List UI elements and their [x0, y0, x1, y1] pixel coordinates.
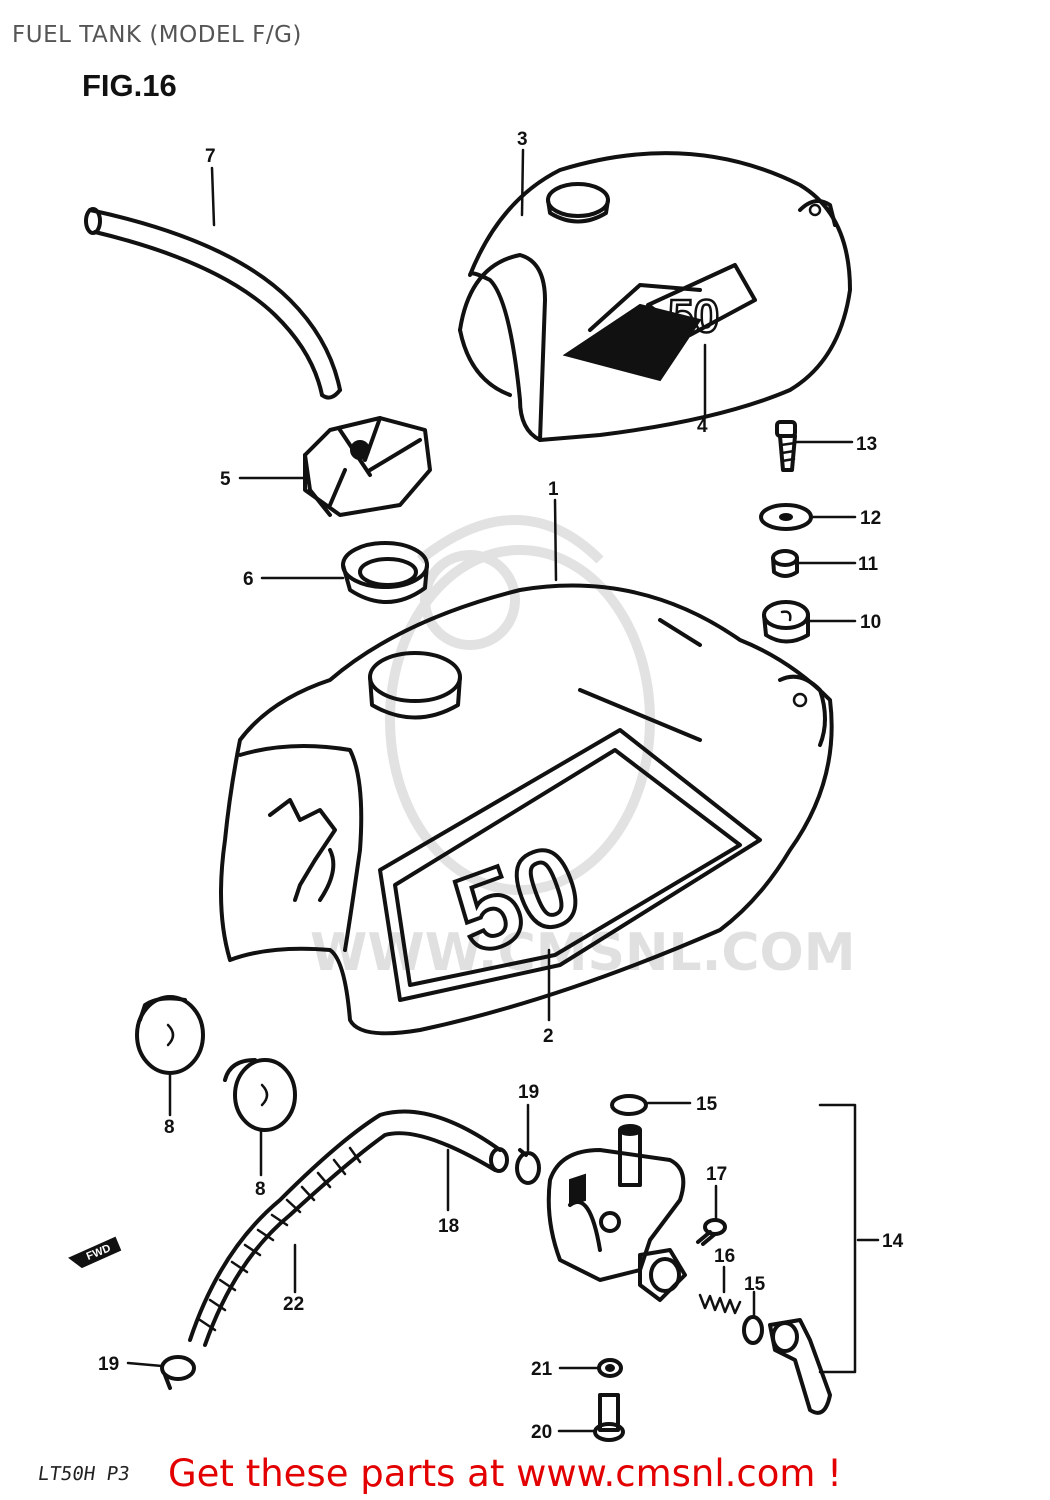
callout-9: 10 — [860, 612, 881, 633]
part-10-collar — [771, 549, 799, 578]
part-17-screw — [696, 1218, 727, 1246]
part-13-fuel-cock — [546, 1124, 687, 1302]
callout-1: 1 — [548, 479, 559, 500]
callout-3: 3 — [517, 129, 528, 150]
callout-10: 11 — [858, 554, 879, 575]
callout-8a: 8 — [164, 1117, 175, 1138]
callout-19b: 19 — [98, 1354, 119, 1375]
callout-16: 16 — [714, 1246, 735, 1267]
cover-decal-50: 50 — [668, 290, 719, 342]
assembly-13-bracket — [818, 1103, 857, 1374]
figure-label: FIG.16 — [82, 68, 177, 103]
callout-21: 21 — [531, 1359, 553, 1380]
callout-20: 20 — [531, 1422, 552, 1443]
callout-2: 2 — [543, 1026, 554, 1047]
callout-4: 4 — [697, 416, 708, 437]
callout-7: 7 — [205, 146, 216, 167]
part-9-cushion — [762, 600, 810, 644]
part-22-18-fuel-hose — [188, 1109, 509, 1347]
callout-17: 17 — [706, 1164, 727, 1185]
part-21-washer — [597, 1358, 623, 1378]
callout-14: 15 — [696, 1094, 718, 1115]
part-14-o-ring — [610, 1094, 648, 1116]
callout-15: 15 — [744, 1274, 766, 1295]
callout-12: 13 — [856, 434, 877, 455]
callout-5: 5 — [220, 469, 231, 490]
part-15-o-ring — [742, 1315, 764, 1345]
leader-lines — [126, 148, 880, 1433]
callout-19a: 19 — [518, 1082, 539, 1103]
part-20-screw — [593, 1393, 625, 1442]
callout-labels: 7 3 4 5 6 1 2 13 12 11 10 8 8 19 15 14 1… — [98, 129, 904, 1443]
callout-6: 6 — [243, 569, 254, 590]
part-8-cushion-a — [135, 995, 205, 1075]
fwd-arrow-icon: FWD — [68, 1236, 122, 1269]
part-7-breather-hose — [84, 207, 342, 400]
callout-22: 22 — [283, 1294, 304, 1315]
part-19-clamp-b — [160, 1355, 196, 1390]
page-title: FUEL TANK (MODEL F/G) — [12, 22, 302, 48]
part-12-bolt — [775, 420, 797, 472]
callout-11: 12 — [860, 508, 881, 529]
part-11-washer — [759, 503, 813, 531]
diagram-code: LT50H P3 — [36, 1463, 132, 1485]
part-5-fuel-cap — [303, 416, 432, 517]
part-8-cushion-b — [223, 1058, 297, 1132]
part-6-cap-gasket — [341, 541, 429, 604]
part-16-spring — [698, 1293, 742, 1315]
callout-8b: 8 — [255, 1179, 266, 1200]
callout-13: 14 — [882, 1231, 904, 1252]
part-13-lever — [768, 1318, 832, 1415]
part-19-clamp-a — [515, 1148, 541, 1185]
part-3-tank-cover: 50 — [458, 151, 852, 442]
get-parts-link[interactable]: Get these parts at www.cmsnl.com ! — [168, 1452, 843, 1495]
callout-18: 18 — [438, 1216, 459, 1237]
